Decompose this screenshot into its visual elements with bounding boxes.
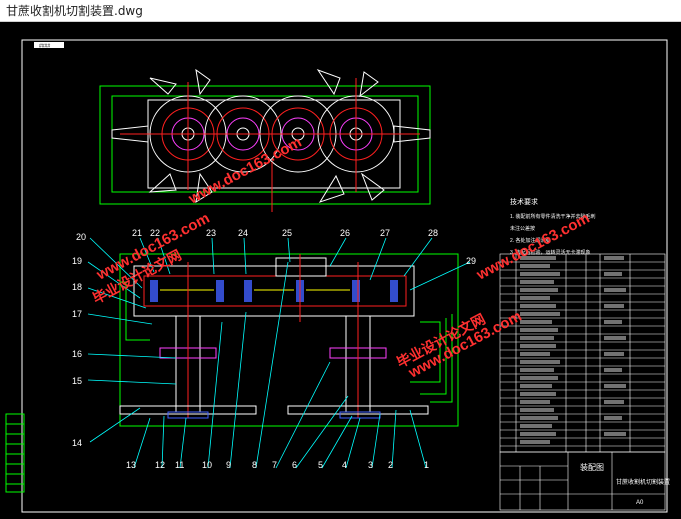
part-number-17: 17 [72, 309, 82, 319]
part-number-26: 26 [340, 228, 350, 238]
part-number-21: 21 [132, 228, 142, 238]
corner-tag: #### [39, 44, 50, 50]
part-number-3: 3 [368, 460, 373, 470]
notes-heading: 技术要求 [510, 197, 538, 206]
part-number-25: 25 [282, 228, 292, 238]
part-number-28: 28 [428, 228, 438, 238]
part-number-20: 20 [76, 232, 86, 242]
part-numbers: 1 2 3 4 5 6 7 8 9 10 11 12 13 14 15 16 1… [72, 228, 476, 470]
part-number-8: 8 [252, 460, 257, 470]
note-3: 2. 各处加注润滑脂 [510, 237, 551, 244]
corner-tag-box [34, 42, 64, 48]
drawing-frame [21, 39, 668, 513]
note-2: 未注公差按 [510, 225, 535, 232]
part-number-6: 6 [292, 460, 297, 470]
part-number-19: 19 [72, 256, 82, 266]
part-number-16: 16 [72, 349, 82, 359]
part-number-22: 22 [150, 228, 160, 238]
window-title: 甘蔗收割机切割装置.dwg [0, 0, 681, 22]
watermark-site-1: www.doc163.com [185, 134, 305, 208]
part-number-11: 11 [175, 460, 184, 470]
part-number-24: 24 [238, 228, 248, 238]
parts-list-entries [520, 256, 626, 444]
title-block [499, 451, 666, 511]
part-number-13: 13 [126, 460, 136, 470]
top-view [99, 68, 431, 212]
part-number-27: 27 [380, 228, 390, 238]
part-number-18: 18 [72, 282, 82, 292]
part-number-9: 9 [226, 460, 231, 470]
section-view [119, 253, 459, 427]
part-number-10: 10 [202, 460, 212, 470]
watermarks: www.doc163.com www.doc163.com www.doc163… [90, 134, 593, 382]
drawing-scale: A0 [636, 500, 644, 506]
technical-notes: 技术要求 1. 装配前所有零件清洗干净并去除毛刺 未注公差按 2. 各处加注润滑… [510, 197, 596, 256]
part-number-5: 5 [318, 460, 323, 470]
note-4: 3. 装配后检验，运转灵活无卡滞现象 [510, 249, 591, 256]
cad-drawing: #### [5, 39, 670, 513]
drawing-name: 装配图 [580, 462, 604, 472]
part-number-4: 4 [342, 460, 347, 470]
side-legend [5, 413, 25, 493]
drawing-subtitle: 甘蔗收割机切割装置 [616, 478, 670, 486]
parts-list [499, 253, 666, 453]
cad-canvas[interactable]: #### [0, 22, 681, 519]
part-number-14: 14 [72, 438, 82, 448]
part-number-15: 15 [72, 376, 82, 386]
note-1: 1. 装配前所有零件清洗干净并去除毛刺 [510, 213, 596, 220]
part-number-1: 1 [424, 460, 429, 470]
part-number-2: 2 [388, 460, 393, 470]
part-number-23: 23 [206, 228, 216, 238]
part-number-7: 7 [272, 460, 277, 470]
part-number-12: 12 [155, 460, 165, 470]
part-number-29: 29 [466, 256, 476, 266]
